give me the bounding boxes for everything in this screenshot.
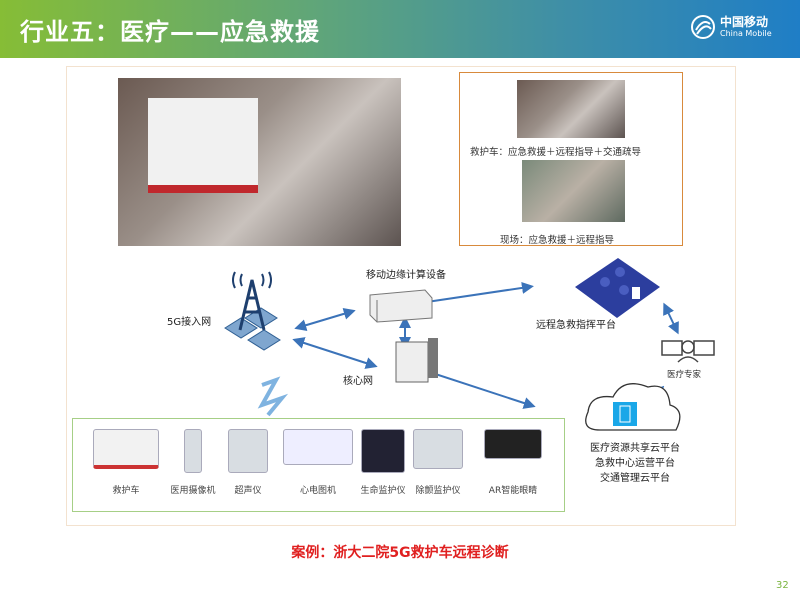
tower-icon (224, 271, 281, 351)
scene-photo (522, 160, 625, 222)
ambulance-rescue-photo (517, 80, 625, 138)
ar-glasses-icon (484, 429, 542, 459)
logo-en: China Mobile (720, 28, 772, 38)
case-caption: 案例：浙大二院5G救护车远程诊断 (291, 545, 509, 561)
content-frame (66, 66, 736, 526)
medical-expert-icon (661, 340, 715, 363)
ambulance-shape (148, 98, 258, 193)
cloud-platform-item: 急救中心运营平台 (595, 458, 675, 469)
ambulance-photo (118, 78, 401, 246)
ultrasound-icon (228, 429, 268, 473)
scene-text: 现场：应急救援＋远程指导 (500, 235, 615, 246)
china-mobile-logo-icon (691, 15, 715, 39)
camera-icon (184, 429, 202, 473)
device-ecg: 心电图机 (278, 429, 358, 496)
device-label: 生命监护仪 (360, 486, 406, 496)
edge-device-label: 移动边缘计算设备 (366, 270, 446, 281)
cloud-platform-list: 医疗资源共享云平台 急救中心运营平台 交通管理云平台 (575, 441, 695, 486)
ecg-icon (283, 429, 353, 465)
device-label: 除颤监护仪 (415, 486, 461, 496)
edge-device-icon (369, 289, 433, 323)
core-server-icon (395, 338, 438, 383)
cloud-platform-item: 交通管理云平台 (600, 473, 670, 484)
device-defibrillator: 除颤监护仪 (408, 429, 468, 496)
command-platform-icon (575, 258, 660, 318)
device-ar-glasses: AR智能眼睛 (478, 429, 548, 496)
monitor-icon (361, 429, 405, 473)
ambulance-icon (93, 429, 159, 469)
ambulance-text: 救护车：应急救援＋远程指导＋交通疏导 (470, 147, 642, 158)
logo-cn: 中国移动 (720, 14, 769, 29)
command-platform-label: 远程急救指挥平台 (536, 320, 616, 331)
device-label: 心电图机 (299, 486, 336, 496)
header-bar (0, 0, 800, 58)
device-label: 救护车 (112, 486, 140, 496)
device-label: 超声仪 (234, 486, 262, 496)
device-box: 救护车 医用摄像机 超声仪 心电图机 生命监护仪 除颤监护仪 AR智能眼睛 (72, 418, 565, 512)
cloud-platform-item: 医疗资源共享云平台 (590, 443, 680, 454)
device-label: AR智能眼睛 (488, 486, 538, 496)
medical-expert-label: 医疗专家 (667, 370, 702, 380)
cloud-icon (585, 383, 681, 431)
core-network-label: 核心网 (343, 376, 373, 387)
wireless-bolt-icon (257, 376, 289, 417)
case-box (459, 72, 683, 246)
access-network-label: 5G接入网 (167, 317, 212, 328)
device-ultrasound: 超声仪 (223, 429, 273, 496)
defibrillator-icon (413, 429, 463, 469)
device-ambulance: 救护车 (91, 429, 161, 496)
device-vital-monitor: 生命监护仪 (353, 429, 413, 496)
page-title: 行业五：医疗——应急救援 (20, 18, 320, 46)
device-camera: 医用摄像机 (163, 429, 223, 496)
device-label: 医用摄像机 (170, 486, 216, 496)
page-number: 32 (776, 580, 789, 591)
